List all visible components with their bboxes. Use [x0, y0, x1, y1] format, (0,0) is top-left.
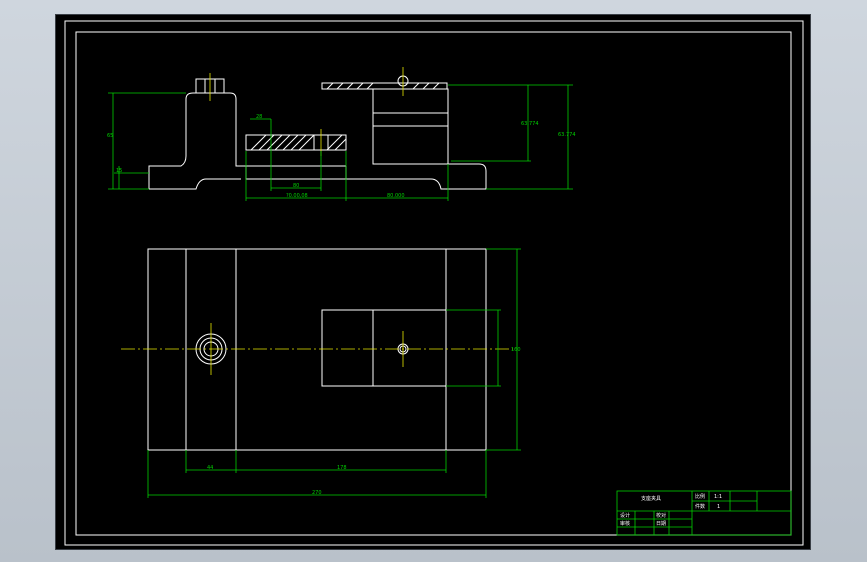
- dim-plan-total: 270: [312, 490, 322, 496]
- plan-clamp-block: [321, 309, 447, 387]
- dim-top-width: 28: [256, 114, 262, 120]
- front-clamp-plate: [245, 134, 347, 151]
- dim-80: 80: [293, 183, 299, 189]
- title-date-label: 日期: [656, 521, 666, 527]
- title-part-name: 支座夹具: [641, 495, 661, 502]
- title-reviewer-label: 校对: [656, 512, 666, 519]
- title-scale-label: 比例: [695, 493, 705, 500]
- title-qty-value: 1: [717, 504, 720, 510]
- dim-bottom-left: ?0.00,08: [286, 193, 308, 199]
- dim-right-outer: 63.774: [558, 132, 576, 138]
- dim-height-left: 65: [107, 133, 113, 139]
- front-top-plate: [321, 82, 448, 90]
- sheet-outer-border: [64, 20, 804, 546]
- cad-viewport[interactable]: 65 15 28 80 ?0.00,08 80.000 63.774 63.77…: [55, 14, 811, 550]
- dim-plan-left: 44: [207, 465, 213, 471]
- title-designer-label: 设计: [620, 512, 630, 519]
- dim-plan-height: 160: [511, 347, 521, 353]
- title-checker-label: 审核: [620, 520, 630, 527]
- plan-base-outline: [147, 248, 487, 451]
- dim-plan-mid: 178: [337, 465, 347, 471]
- dim-right-inner: 63.774: [521, 121, 539, 127]
- cad-drawing: 65 15 28 80 ?0.00,08 80.000 63.774 63.77…: [64, 20, 804, 546]
- sheet-inner-border: [75, 31, 792, 536]
- title-scale-value: 1:1: [714, 494, 722, 500]
- front-base: [149, 156, 487, 190]
- front-top-hatch: [326, 82, 440, 90]
- front-left-support: [148, 92, 246, 189]
- dim-small-left: 15: [116, 168, 122, 174]
- dim-bottom-right: 80.000: [387, 193, 405, 199]
- front-hatch: [250, 134, 347, 151]
- plan-view: [121, 248, 513, 451]
- title-block: 支座夹具 比例 1:1 件数 1 设计 审核 校对 日期: [616, 490, 792, 536]
- front-view: [148, 67, 487, 190]
- plan-dimensions: 160 44 178 270: [147, 248, 521, 498]
- title-qty-label: 件数: [695, 503, 705, 510]
- front-dimensions: 65 15 28 80 ?0.00,08 80.000 63.774 63.77…: [107, 84, 576, 201]
